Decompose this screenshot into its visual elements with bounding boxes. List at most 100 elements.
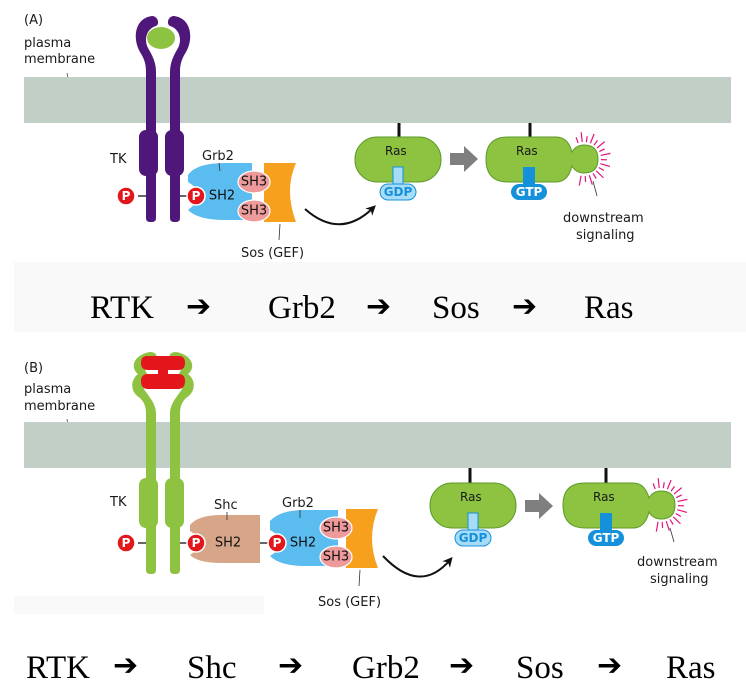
gdp-label: GDP (459, 531, 488, 545)
gdp-label: GDP (384, 185, 413, 199)
burst-ray (588, 174, 593, 185)
downstream-label-line2: signaling (576, 228, 635, 243)
burst-ray (589, 133, 595, 144)
ligand (147, 27, 175, 49)
downstream-label-line2: signaling (650, 572, 709, 587)
sh3-domain-top (319, 516, 353, 540)
burst-ray (598, 166, 605, 172)
tk-label: TK (109, 152, 127, 167)
gtp-nucleotide (588, 530, 624, 546)
grb2-protein (188, 163, 252, 220)
phosphate-shc (186, 533, 206, 553)
pathway-step: Ras (666, 650, 716, 686)
ras-label: Ras (385, 144, 407, 158)
burst-ray (665, 520, 670, 531)
gtp-label: GTP (593, 531, 620, 545)
burst-ray (662, 482, 665, 489)
burst-ray (669, 519, 674, 525)
activation-arrow (304, 205, 376, 226)
tk-domain-left (139, 478, 158, 528)
sos-leader (358, 569, 361, 587)
ras-label: Ras (593, 490, 615, 504)
burst-ray (580, 132, 583, 143)
gtp-nucleotide (511, 184, 547, 200)
panel-a-label: (A) (24, 13, 43, 28)
phosphate-shc-label: P (192, 536, 201, 550)
pathway-arrow-icon: ➔ (366, 289, 391, 324)
phosphate-grb2 (267, 533, 287, 553)
pathway-arrow-icon: ➔ (449, 648, 474, 683)
gtp-stem (600, 513, 612, 531)
panel-b: (B) plasma membrane TK P P SH2 Shc P SH2 (14, 352, 731, 686)
downstream-leader (592, 180, 598, 197)
gtp-label: GTP (516, 185, 543, 199)
pathway-step: Grb2 (268, 290, 336, 326)
burst-ray (677, 498, 688, 503)
burst-ray (670, 486, 676, 492)
burst-ray (595, 170, 604, 179)
background-band (14, 596, 264, 614)
pathway-arrow-icon: ➔ (512, 289, 537, 324)
pathway-arrow-icon: ➔ (597, 648, 622, 683)
panel-b-label: (B) (24, 361, 43, 376)
ras-gtp (562, 482, 676, 529)
signal-burst (652, 478, 688, 532)
membrane-label-line2: membrane (24, 399, 95, 414)
activation-arrow (382, 555, 453, 578)
tk-domain-left (139, 130, 158, 176)
gdp-nucleotide (379, 183, 417, 201)
phosphate-left-label: P (122, 536, 131, 550)
plasma-membrane (24, 77, 731, 123)
pathway-arrow-icon: ➔ (278, 648, 303, 683)
shc-protein (190, 515, 260, 563)
sos-label: Sos (GEF) (318, 595, 381, 610)
burst-ray (578, 175, 582, 186)
sh3-bottom-label: SH3 (323, 550, 349, 565)
burst-ray (593, 140, 599, 146)
sh3-domain-bottom (237, 199, 271, 223)
ras-gtp (485, 136, 599, 183)
burst-ray (575, 137, 579, 144)
pathway-row-a: RTK ➔ Grb2 ➔ Sos ➔ Ras (90, 289, 634, 326)
pathway-step: Shc (187, 650, 237, 686)
burst-ray (672, 516, 681, 525)
burst-ray (600, 152, 611, 157)
rtk-receptor-dimer (135, 16, 191, 222)
burst-ray (676, 494, 682, 499)
burst-ray (596, 141, 606, 149)
tk-label: TK (109, 495, 127, 510)
sh3-domain-bottom (319, 545, 353, 569)
gdp-nucleotide (454, 529, 492, 547)
panel-a: (A) plasma membrane TK P P SH2 Grb2 SH3 … (14, 13, 746, 332)
sos-protein (264, 163, 296, 222)
phosphate-left (116, 186, 136, 206)
sh3-domain-top (237, 170, 271, 194)
burst-ray (599, 148, 605, 153)
pathway-step: RTK (26, 650, 90, 686)
membrane-label-line1: plasma (24, 382, 71, 397)
burst-ray (673, 487, 683, 495)
sos-protein (346, 509, 378, 568)
membrane-label-line2: membrane (24, 52, 95, 67)
phosphate-left (116, 533, 136, 553)
membrane-label-line1: plasma (24, 36, 71, 51)
pathway-step: Sos (516, 650, 564, 686)
ligand-dimer (141, 356, 185, 389)
burst-ray (585, 136, 588, 143)
sh3-bottom-label: SH3 (241, 204, 267, 219)
sos-label: Sos (GEF) (241, 246, 304, 261)
burst-ray (666, 479, 672, 490)
phosphate-left-label: P (122, 189, 131, 203)
sos-leader (278, 223, 281, 241)
gtp-stem (523, 167, 535, 185)
sh3-top-label: SH3 (323, 521, 349, 536)
pathway-step: Sos (432, 290, 480, 326)
downstream-leader (669, 527, 675, 543)
burst-ray (600, 163, 611, 168)
signal-burst (575, 132, 611, 186)
tk-domain-right (165, 130, 184, 176)
ras-label: Ras (460, 490, 482, 504)
pathway-step: Grb2 (352, 650, 420, 686)
grb2-label: Grb2 (282, 496, 314, 511)
